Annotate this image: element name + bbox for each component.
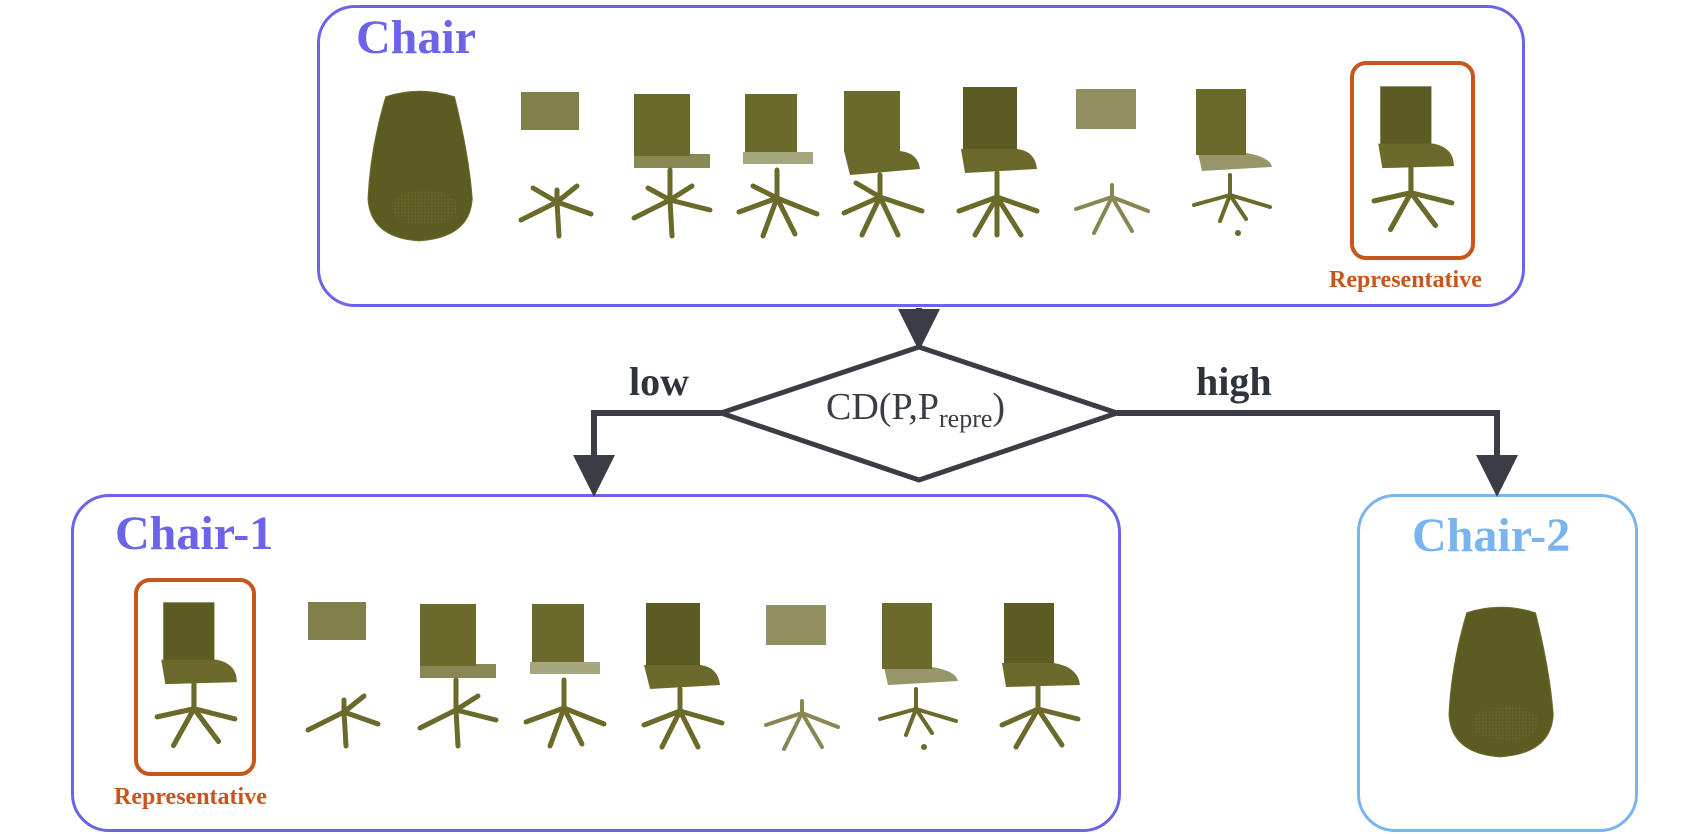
point-cloud-chair-backless (764, 605, 840, 751)
low-arrow (573, 410, 721, 497)
point-cloud-chair-office (841, 91, 925, 238)
point-cloud-chair-backless (1074, 89, 1150, 235)
representative-frame (134, 578, 256, 776)
point-cloud-chair-shell (367, 90, 473, 242)
chair-2-group-title: Chair-2 (1412, 509, 1571, 562)
representative-frame (1350, 61, 1475, 260)
point-cloud-chair-office (999, 603, 1081, 750)
point-cloud-chair-office (878, 603, 958, 750)
point-cloud-chair-office (736, 94, 820, 239)
point-cloud-chair-representative (1371, 86, 1455, 233)
representative-label: Representative (1329, 267, 1482, 293)
chair-1-group-title: Chair-1 (115, 507, 274, 560)
chamfer-distance-label: CD(P,Prepre) (826, 386, 1006, 433)
chair-group-box (317, 5, 1525, 307)
point-cloud-chair-backless (305, 602, 381, 749)
point-cloud-chair-office (1192, 89, 1272, 236)
high-arrow (1117, 410, 1518, 497)
chair-group-title: Chair (356, 11, 476, 64)
point-cloud-chair-office (641, 603, 725, 750)
point-cloud-chair-backless (518, 92, 594, 239)
point-cloud-chair-representative (154, 602, 238, 749)
point-cloud-chair-office (523, 604, 607, 749)
low-branch-label: low (629, 359, 689, 404)
decision-diamond (718, 344, 1120, 483)
point-cloud-chair-office (956, 87, 1040, 238)
point-cloud-chair-shell (1448, 606, 1554, 758)
point-cloud-chair-office (417, 604, 499, 749)
point-cloud-chair-office (631, 94, 713, 239)
representative-label: Representative (114, 784, 267, 810)
high-branch-label: high (1196, 359, 1272, 404)
